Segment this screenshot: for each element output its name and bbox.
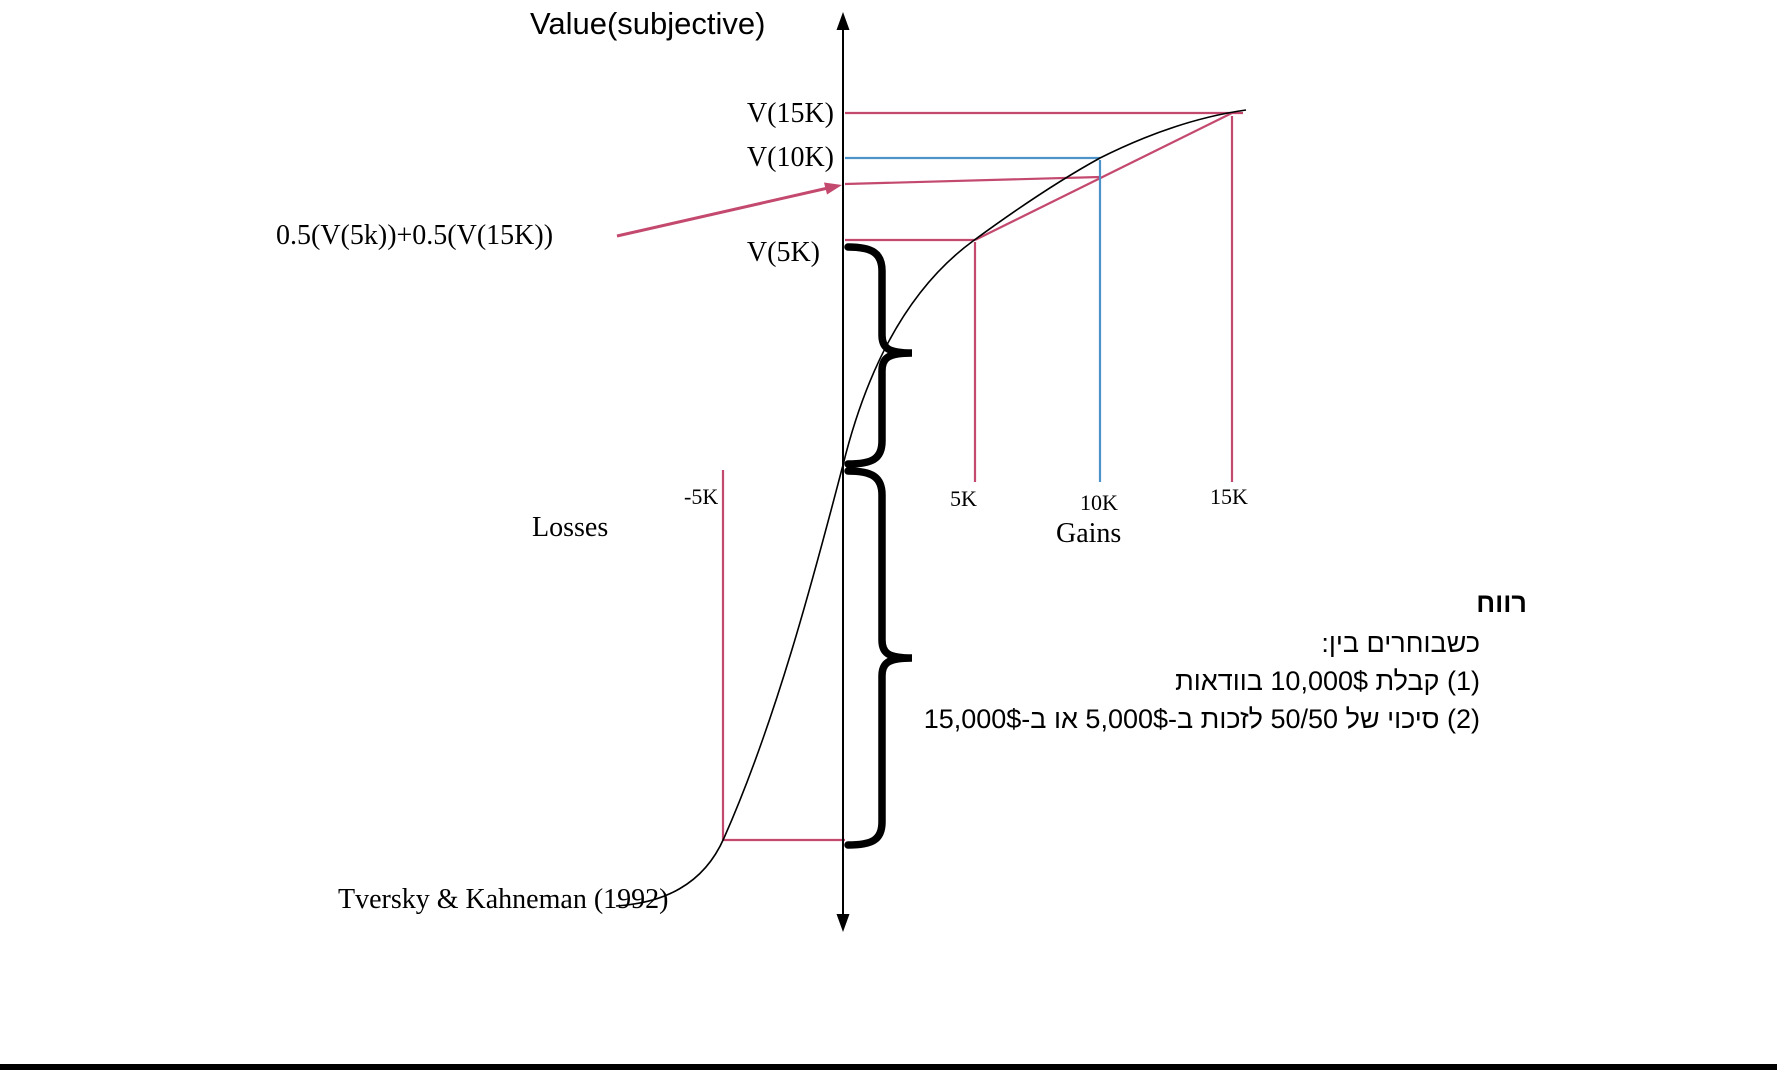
chord-5k-15k-line: [974, 112, 1233, 241]
value-curve-losses: [615, 464, 844, 907]
label-losses: Losses: [532, 512, 609, 543]
tick-label-5k: 5K: [950, 486, 977, 511]
expected-value-annotation-arrow: [616, 186, 829, 238]
tick-label-15k: 15K: [1210, 484, 1248, 509]
loss-value-brace: [844, 467, 913, 849]
axis-arrow-bottom-icon: [836, 914, 850, 932]
label-gains: Gains: [1056, 518, 1122, 549]
annotation-arrowhead-icon: [824, 182, 842, 195]
axis-arrow-top-icon: [836, 12, 850, 30]
label-v15k: V(15K): [746, 98, 834, 129]
note-option-2: (2) סיכוי של 50/50 לזכות ב-5,000$ או ב-1…: [923, 704, 1480, 734]
label-v10k: V(10K): [746, 142, 834, 173]
gain-value-brace: [844, 243, 913, 468]
note-option-1: (1) קבלת 10,000$ בוודאות: [1175, 666, 1480, 696]
tick-label-10k: 10K: [1080, 490, 1118, 515]
value-axis-title: Value(subjective): [530, 6, 766, 41]
label-expected-value: 0.5(V(5k))+0.5(V(15K)): [276, 220, 554, 251]
expected-value-horizontal-line: [844, 175, 1101, 186]
label-v5k: V(5K): [746, 237, 820, 268]
value-curve-gains: [842, 109, 1247, 466]
slide-bottom-border: [0, 1064, 1777, 1070]
note-heading: רווח: [1476, 588, 1527, 618]
note-line-choosing-between: כשבוחרים בין:: [1321, 628, 1480, 658]
tick-label-neg5k: -5K: [684, 484, 719, 509]
source-credit: Tversky & Kahneman (1992): [338, 884, 669, 915]
